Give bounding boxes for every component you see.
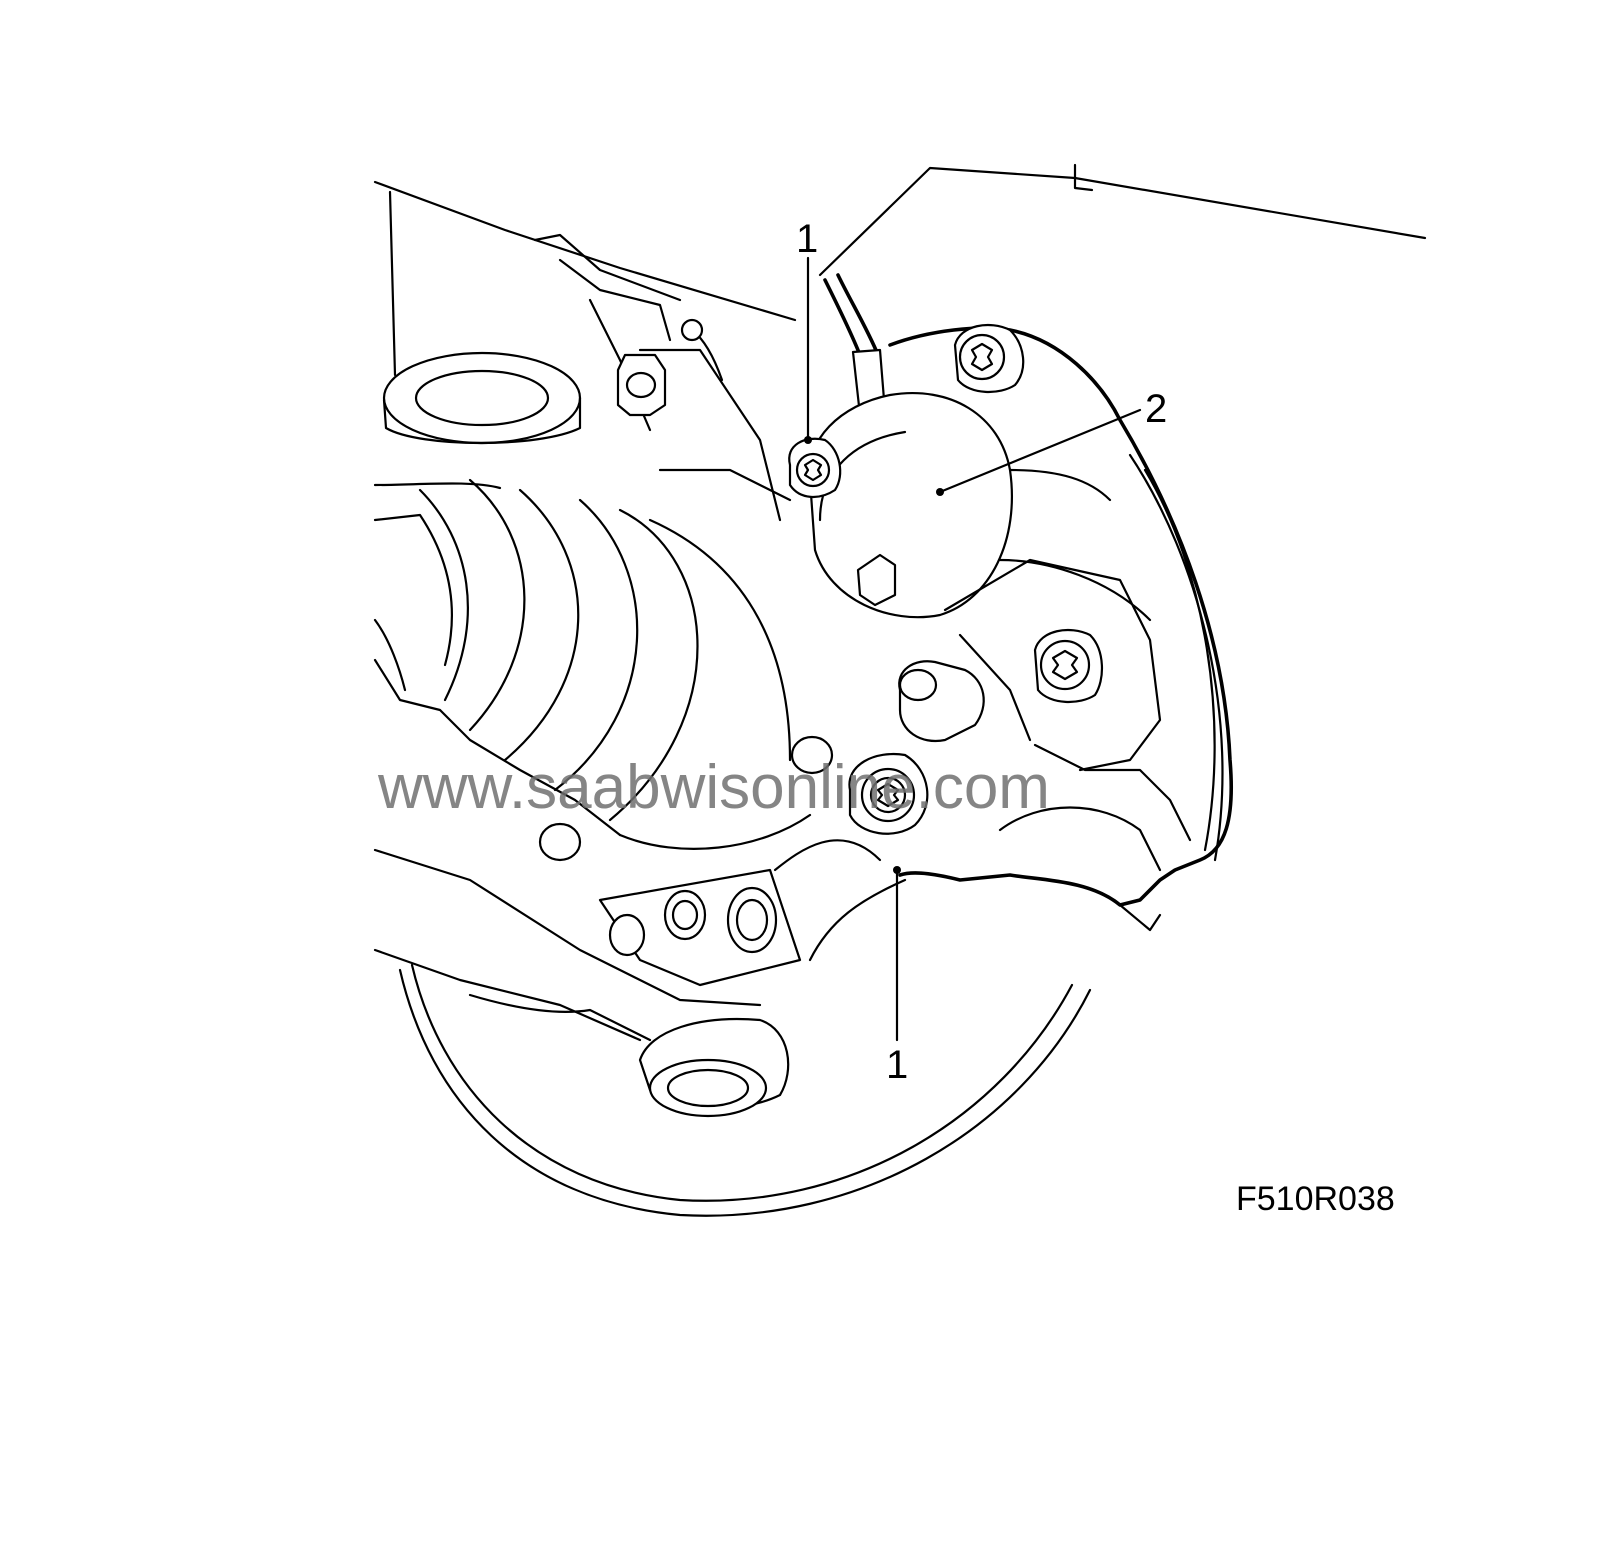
callout-1-upper: 1 [796,217,818,261]
watermark-text: www.saabwisonline.com [377,753,1050,822]
callout-1-lower: 1 [886,1043,908,1087]
callout-leaders [804,256,1142,1042]
mounting-bolt-lower [848,752,929,835]
upper-body-outline [373,163,1427,377]
brake-disc [398,453,1224,1217]
drive-shaft-boot [373,478,812,850]
lower-control-arm [373,848,790,1118]
caliper-bolt-middle [1033,628,1104,704]
strut-mount [382,351,582,445]
mounting-bolt-upper [788,437,842,498]
caliper-bolt-upper [953,323,1025,394]
upper-bracket [533,233,792,522]
figure-code: F510R038 [1236,1180,1395,1218]
callout-2: 2 [1145,387,1167,431]
brake-caliper [808,326,1234,932]
steering-knuckle [538,735,907,987]
